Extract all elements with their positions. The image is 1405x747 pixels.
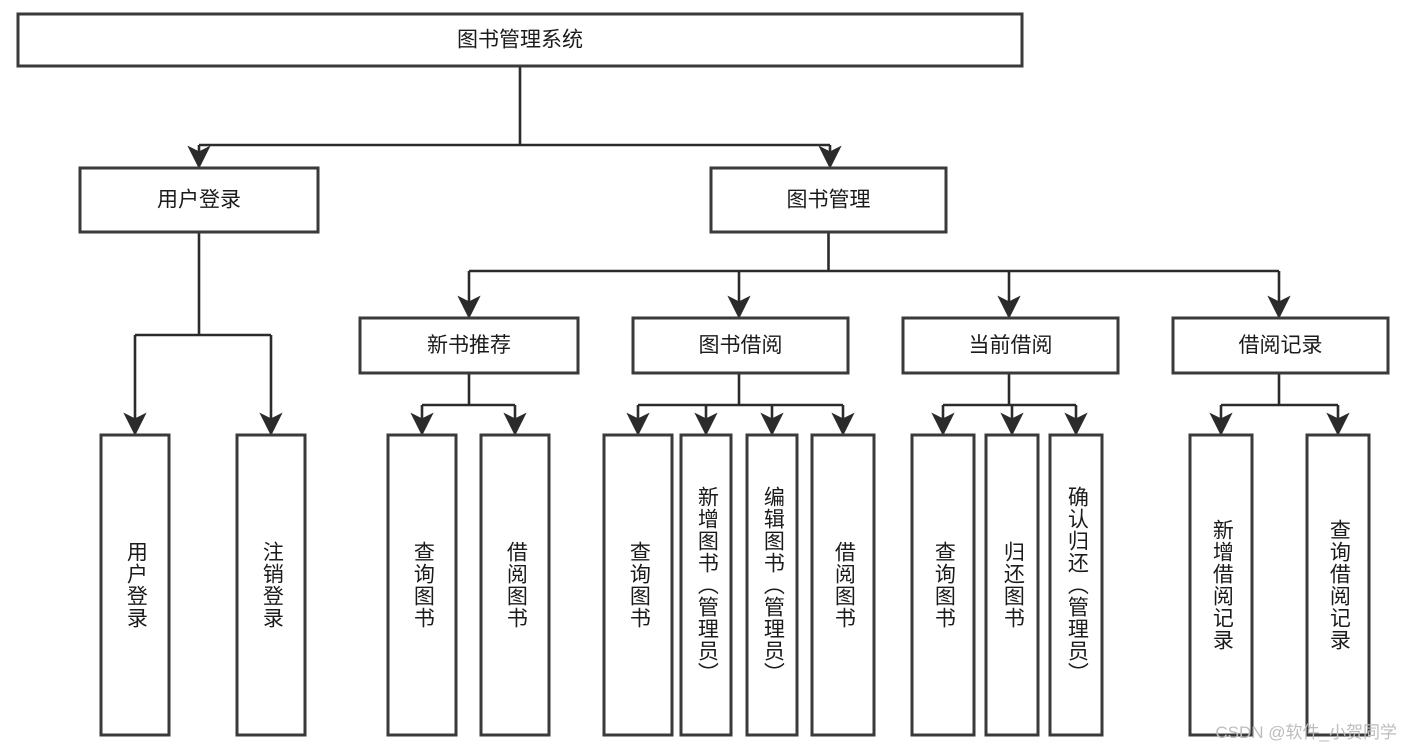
node-new-book-recommend[interactable]: 新书推荐 <box>358 316 580 375</box>
node-label-user-login: 用户登录 <box>157 189 241 212</box>
leaf-label-confirm-return-admin: 确认归还（管理员） <box>1065 486 1089 684</box>
connector-edges <box>123 66 1350 436</box>
node-label-book-borrow: 图书借阅 <box>699 334 783 357</box>
leaf-edit-book-admin[interactable]: 编辑图书（管理员） <box>745 433 799 737</box>
node-book-manage[interactable]: 图书管理 <box>709 166 948 234</box>
leaf-text-wrap-confirm-return-admin: 确认归还（管理员） <box>1065 486 1089 684</box>
leaf-return-book[interactable]: 归还图书 <box>984 433 1040 737</box>
leaf-user-login-action[interactable]: 用户登录 <box>99 433 171 737</box>
node-label-book-manage: 图书管理 <box>787 189 871 212</box>
leaf-label-add-borrow-record: 新增借阅记录 <box>1210 519 1234 651</box>
leaf-borrow-book-1[interactable]: 借阅图书 <box>479 433 551 737</box>
leaf-text-wrap-edit-book-admin: 编辑图书（管理员） <box>761 486 785 684</box>
leaf-text-wrap-borrow-book-2: 借阅图书 <box>832 541 856 629</box>
node-system-title[interactable]: 图书管理系统 <box>16 12 1024 68</box>
node-label-system-title: 图书管理系统 <box>457 29 583 52</box>
leaf-text-wrap-add-book-admin: 新增图书（管理员） <box>695 486 719 684</box>
leaf-label-query-book-2: 查询图书 <box>627 541 651 629</box>
leaf-add-book-admin[interactable]: 新增图书（管理员） <box>679 433 733 737</box>
node-label-current-borrow: 当前借阅 <box>969 334 1053 357</box>
leaf-add-borrow-record[interactable]: 新增借阅记录 <box>1188 433 1254 737</box>
leaf-text-wrap-query-book-3: 查询图书 <box>932 541 956 629</box>
node-label-borrow-record: 借阅记录 <box>1239 334 1323 357</box>
leaf-label-user-login-action: 用户登录 <box>124 541 148 629</box>
leaf-query-borrow-record[interactable]: 查询借阅记录 <box>1305 433 1371 737</box>
leaf-text-wrap-query-book-2: 查询图书 <box>627 541 651 629</box>
leaf-query-book-1[interactable]: 查询图书 <box>386 433 458 737</box>
leaf-label-edit-book-admin: 编辑图书（管理员） <box>761 486 785 684</box>
leaf-text-wrap-borrow-book-1: 借阅图书 <box>504 541 528 629</box>
leaf-query-book-3[interactable]: 查询图书 <box>910 433 976 737</box>
leaf-text-wrap-add-borrow-record: 新增借阅记录 <box>1210 519 1234 651</box>
node-boxes: 图书管理系统用户登录图书管理新书推荐图书借阅当前借阅借阅记录用户登录注销登录查询… <box>16 12 1390 737</box>
node-label-new-book-recommend: 新书推荐 <box>427 334 511 357</box>
leaf-label-borrow-book-2: 借阅图书 <box>832 541 856 629</box>
leaf-borrow-book-2[interactable]: 借阅图书 <box>810 433 876 737</box>
node-book-borrow[interactable]: 图书借阅 <box>631 316 850 375</box>
leaf-label-return-book: 归还图书 <box>1001 541 1025 629</box>
leaf-confirm-return-admin[interactable]: 确认归还（管理员） <box>1048 433 1104 737</box>
node-current-borrow[interactable]: 当前借阅 <box>901 316 1120 375</box>
leaf-logout-action[interactable]: 注销登录 <box>235 433 307 737</box>
leaf-text-wrap-query-book-1: 查询图书 <box>411 541 435 629</box>
node-user-login[interactable]: 用户登录 <box>78 166 320 234</box>
leaf-query-book-2[interactable]: 查询图书 <box>602 433 674 737</box>
leaf-label-add-book-admin: 新增图书（管理员） <box>695 486 719 684</box>
leaf-text-wrap-return-book: 归还图书 <box>1001 541 1025 629</box>
leaf-text-wrap-user-login-action: 用户登录 <box>124 541 148 629</box>
leaf-label-borrow-book-1: 借阅图书 <box>504 541 528 629</box>
node-borrow-record[interactable]: 借阅记录 <box>1171 316 1390 375</box>
leaf-label-query-book-3: 查询图书 <box>932 541 956 629</box>
leaf-label-logout-action: 注销登录 <box>260 541 284 629</box>
leaf-text-wrap-logout-action: 注销登录 <box>260 541 284 629</box>
leaf-text-wrap-query-borrow-record: 查询借阅记录 <box>1327 519 1351 651</box>
leaf-label-query-borrow-record: 查询借阅记录 <box>1327 519 1351 651</box>
leaf-label-query-book-1: 查询图书 <box>411 541 435 629</box>
